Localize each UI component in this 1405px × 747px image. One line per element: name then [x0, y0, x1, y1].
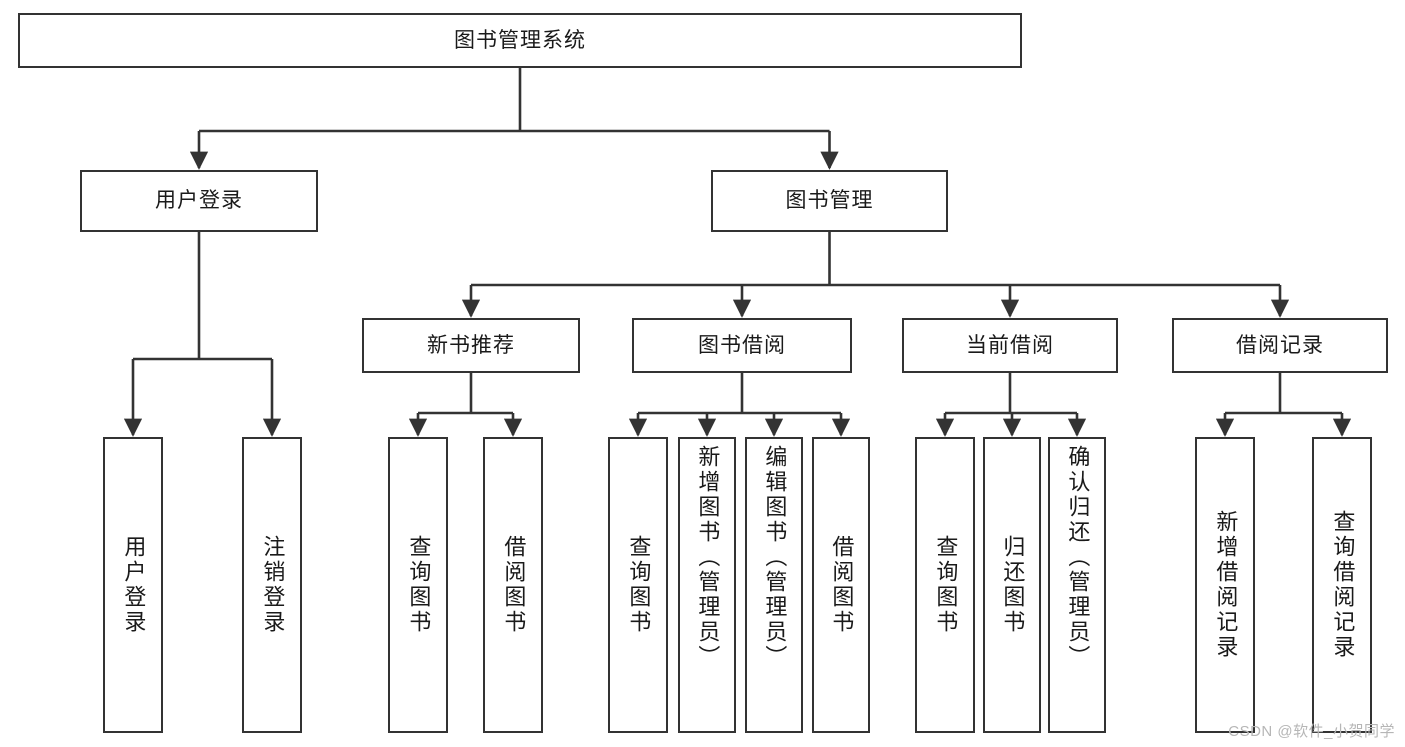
- node-label: 新书推荐: [427, 333, 515, 357]
- node-label: 新增借阅记录: [1213, 510, 1239, 660]
- node-book-manage: 图书管理: [711, 170, 948, 232]
- node-label: 查询图书: [406, 535, 432, 635]
- node-leaf-return-book: 归还图书: [983, 437, 1041, 733]
- node-root: 图书管理系统: [18, 13, 1022, 68]
- node-label: 当前借阅: [966, 333, 1054, 357]
- node-label: 用户登录: [121, 535, 147, 635]
- node-leaf-query-book-1: 查询图书: [388, 437, 448, 733]
- node-label: 确认归还（管理员）: [1065, 445, 1091, 670]
- node-leaf-add-record: 新增借阅记录: [1195, 437, 1255, 733]
- node-label: 编辑图书（管理员）: [762, 445, 788, 670]
- node-label: 图书管理系统: [454, 28, 586, 52]
- node-leaf-edit-book: 编辑图书（管理员）: [745, 437, 803, 733]
- node-label: 查询图书: [933, 535, 959, 635]
- node-leaf-logout: 注销登录: [242, 437, 302, 733]
- node-label: 用户登录: [155, 189, 243, 213]
- node-leaf-query-book-3: 查询图书: [915, 437, 975, 733]
- node-label: 借阅图书: [829, 535, 855, 635]
- node-leaf-confirm-return: 确认归还（管理员）: [1048, 437, 1106, 733]
- node-borrow-record: 借阅记录: [1172, 318, 1388, 373]
- node-label: 注销登录: [260, 535, 286, 635]
- node-leaf-borrow-book-2: 借阅图书: [812, 437, 870, 733]
- node-label: 借阅记录: [1236, 333, 1324, 357]
- node-book-borrow: 图书借阅: [632, 318, 852, 373]
- node-label: 归还图书: [1000, 535, 1026, 635]
- node-label: 图书管理: [785, 189, 874, 213]
- node-leaf-user-login: 用户登录: [103, 437, 163, 733]
- node-label: 图书借阅: [698, 333, 786, 357]
- node-label: 借阅图书: [501, 535, 527, 635]
- csdn-watermark: CSDN @软件_小贺同学: [1228, 723, 1395, 740]
- node-leaf-query-book-2: 查询图书: [608, 437, 668, 733]
- node-user-login: 用户登录: [80, 170, 318, 232]
- node-label: 查询借阅记录: [1330, 510, 1356, 660]
- node-label: 查询图书: [626, 535, 652, 635]
- node-new-book-rec: 新书推荐: [362, 318, 580, 373]
- node-leaf-query-record: 查询借阅记录: [1312, 437, 1372, 733]
- node-leaf-add-book: 新增图书（管理员）: [678, 437, 736, 733]
- node-leaf-borrow-book-1: 借阅图书: [483, 437, 543, 733]
- node-current-borrow: 当前借阅: [902, 318, 1118, 373]
- node-label: 新增图书（管理员）: [695, 445, 721, 670]
